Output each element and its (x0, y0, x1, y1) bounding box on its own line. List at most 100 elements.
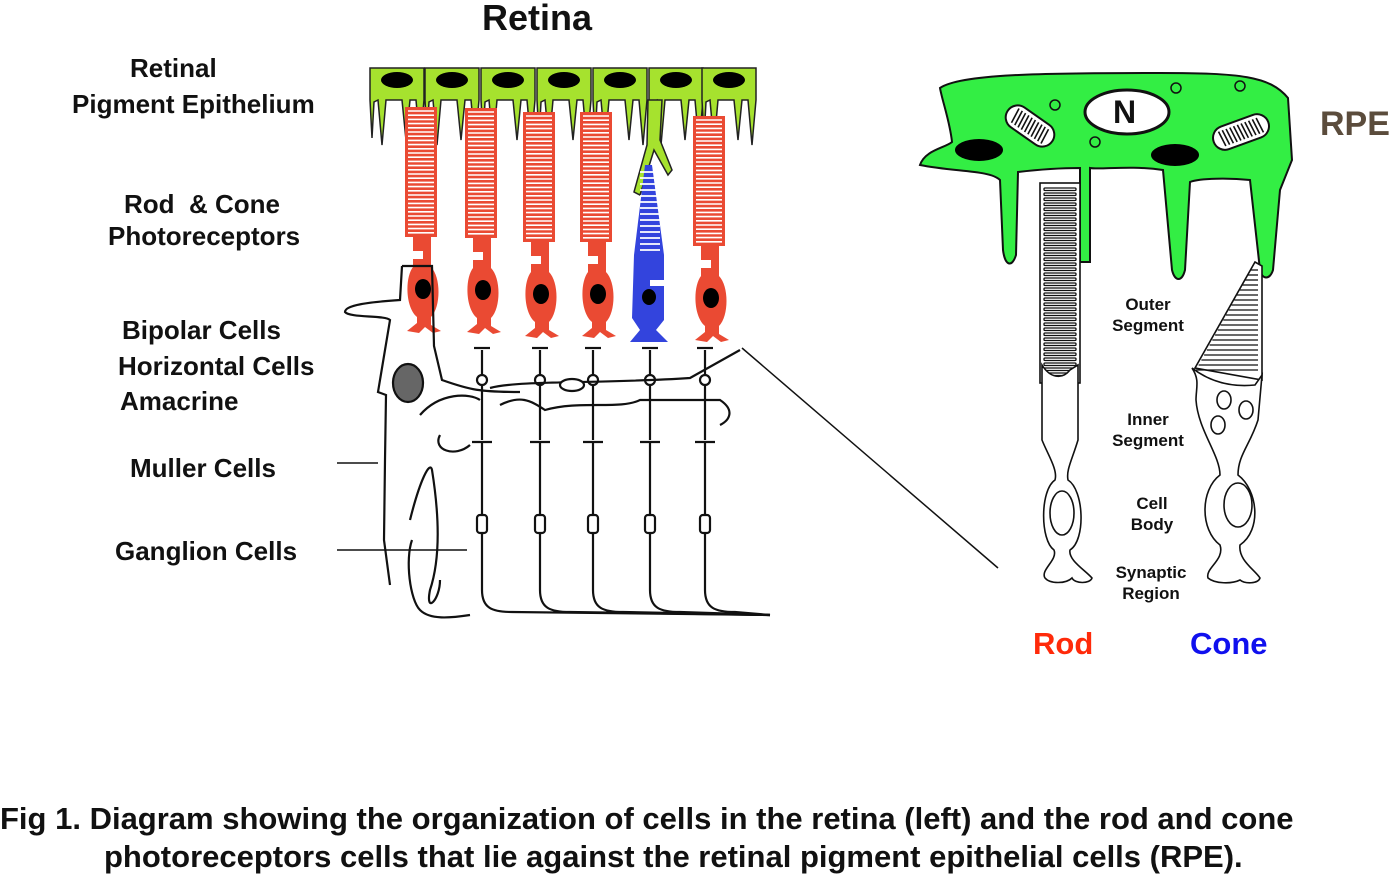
rod-disc (1043, 272, 1077, 277)
rod-disc (1043, 187, 1077, 192)
rod-disc (1043, 282, 1077, 287)
crista (1236, 124, 1246, 140)
label-line: Photoreceptors (108, 221, 301, 251)
muller-cell-outline (343, 264, 521, 586)
rod-disc (1043, 332, 1077, 337)
optic-nerve-fiber (480, 589, 771, 617)
rod-disc (1043, 327, 1077, 332)
label-line: Cell (1136, 494, 1168, 513)
crista (1020, 115, 1030, 131)
rpe-cell (918, 71, 1294, 280)
label-bipolar-cells: Bipolar Cells (122, 315, 281, 345)
crista (1036, 126, 1046, 142)
crista (1010, 108, 1020, 124)
vesicle (1234, 80, 1246, 92)
rod-nucleus (1049, 490, 1075, 536)
rod-outer-segment (405, 107, 437, 237)
rod-disc (1043, 337, 1077, 342)
rpe-nucleus-label: N (1113, 94, 1137, 130)
rpe-nucleus (381, 72, 413, 88)
crista (1027, 119, 1037, 135)
rod-disc (1043, 207, 1077, 212)
cone-detail (1191, 260, 1264, 584)
horizontal-soma (558, 377, 586, 393)
optic-nerve-fiber (591, 589, 771, 617)
crista (1244, 121, 1253, 137)
rod-disc (1043, 292, 1077, 297)
mitochondrion (1004, 104, 1056, 148)
amacrine-cell (499, 398, 731, 426)
photoreceptor-layer (405, 107, 729, 342)
label-line: Segment (1112, 316, 1184, 335)
rod-nucleus (590, 284, 606, 304)
label-line: Body (1130, 515, 1174, 534)
rod-disc (1043, 362, 1077, 367)
crista (1225, 128, 1235, 144)
cone-mitochondrion (1216, 390, 1232, 410)
label-cell-body: Cell Body (1110, 493, 1194, 535)
optic-nerve-fiber (648, 589, 771, 617)
ganglion-soma (475, 513, 489, 535)
ganglion-soma (586, 513, 600, 535)
diagram-title: Retina (482, 0, 593, 38)
crista (1229, 127, 1238, 143)
crista (1017, 112, 1027, 128)
muller-cell-process (408, 394, 481, 605)
rod-disc (1043, 347, 1077, 352)
rod-disc (1043, 227, 1077, 232)
rod-disc (1043, 277, 1077, 282)
rpe-nucleus (604, 72, 636, 88)
rod-disc (1043, 302, 1077, 307)
label-line: Pigment Epithelium (72, 89, 315, 119)
rod-disc (1043, 352, 1077, 357)
rod-nucleus (703, 288, 719, 308)
rpe-nucleus (713, 72, 745, 88)
rpe-nucleus (1083, 88, 1171, 136)
figure-caption: Fig 1. Diagram showing the organization … (0, 800, 1294, 876)
rod-nucleus (415, 279, 431, 299)
label-line: Synaptic (1115, 563, 1187, 582)
rod-disc (1043, 357, 1077, 362)
rod-disc (1043, 257, 1077, 262)
caption-line-1: Fig 1. Diagram showing the organization … (0, 801, 1294, 836)
crista (1030, 121, 1040, 137)
cone-inner-segment (1191, 367, 1264, 584)
label-line: Rod & Cone (124, 189, 280, 219)
rod-disc (1043, 307, 1077, 312)
label-amacrine: Amacrine (120, 386, 239, 416)
label-outer-segment: Outer Segment (1106, 294, 1190, 336)
rod-disc (1043, 217, 1077, 222)
rod-outer-segment (580, 112, 612, 242)
rod-nucleus (533, 284, 549, 304)
rod-inner-segment (1041, 362, 1093, 584)
muller-endfoot (407, 539, 471, 619)
label-line: Segment (1112, 431, 1184, 450)
rpe-nucleus (492, 72, 524, 88)
caption-line-2: photoreceptors cells that lie against th… (104, 839, 1243, 874)
rod-disc (1043, 342, 1077, 347)
label-retinal-pigment-epithelium: Retinal Pigment Epithelium (72, 50, 315, 122)
crista (1251, 118, 1261, 135)
rod-disc (1043, 287, 1077, 292)
label-inner-segment: Inner Segment (1106, 409, 1190, 451)
rod-disc (1043, 212, 1077, 217)
rod-disc (1043, 262, 1077, 267)
crista (1033, 124, 1043, 140)
rod-disc (1043, 197, 1077, 202)
crista (1255, 117, 1265, 133)
crista (1221, 129, 1231, 146)
bipolar-soma (475, 373, 489, 387)
ganglion-soma (643, 513, 657, 535)
label-line: Region (1122, 584, 1180, 603)
ganglion-soma (698, 513, 712, 535)
rod-nucleus (475, 280, 491, 300)
rod-disc (1043, 297, 1077, 302)
rod-detail (1039, 182, 1093, 584)
vesicle (1170, 82, 1182, 94)
optic-nerve-fiber (538, 589, 771, 617)
rod-disc (1043, 322, 1077, 327)
rod-disc (1043, 242, 1077, 247)
rod-disc (1043, 312, 1077, 317)
rpe-nucleus (548, 72, 580, 88)
